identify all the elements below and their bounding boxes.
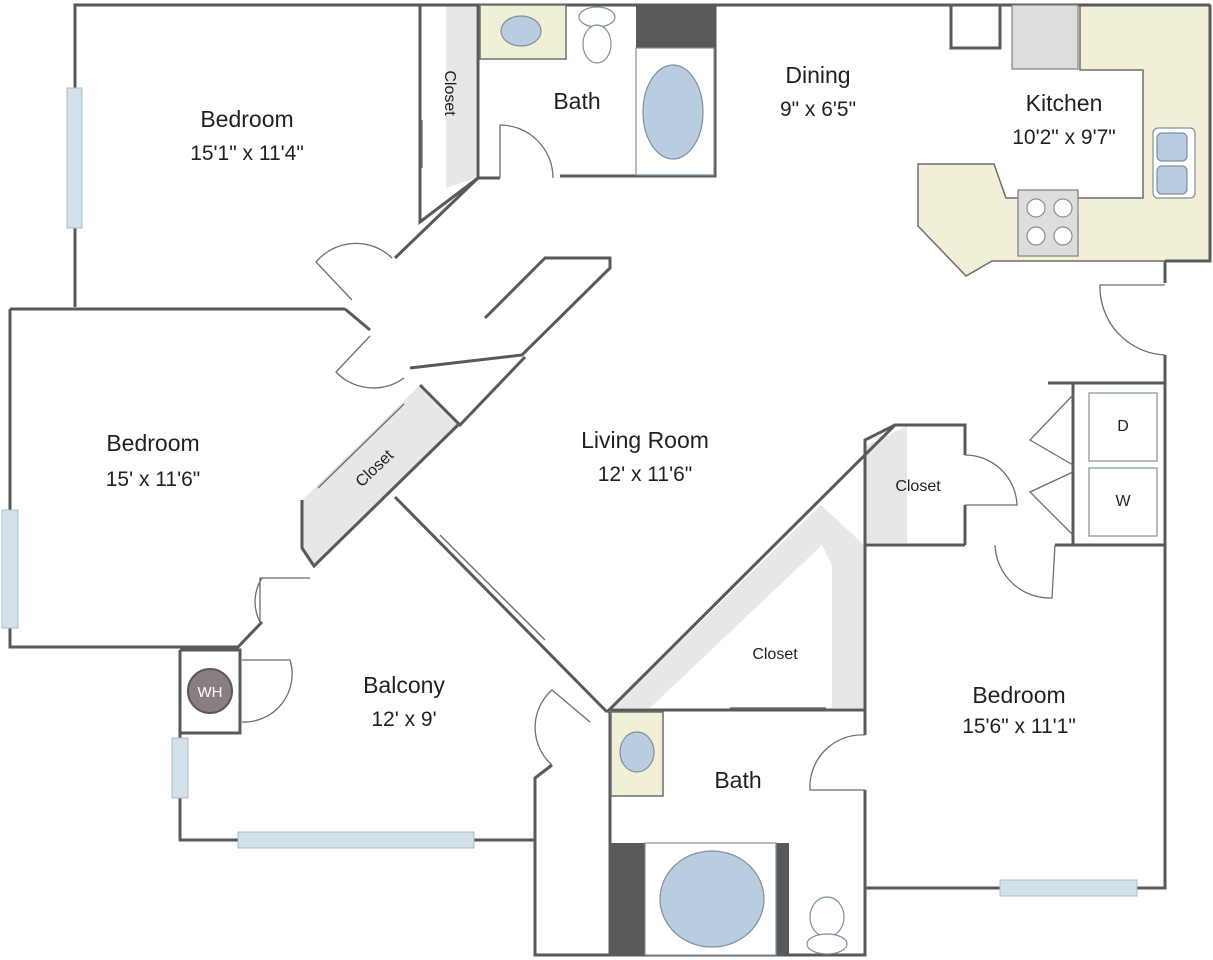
door-bedroom-left (335, 335, 405, 389)
kitchen-name: Kitchen (1026, 90, 1103, 116)
wall-wh-closet (180, 648, 242, 735)
walls (8, 3, 1212, 957)
balcony-dims: 12' x 9' (371, 708, 436, 731)
bath-top-sink (500, 15, 542, 47)
laundry (1088, 392, 1158, 537)
water-heater-label: WH (198, 684, 223, 701)
wall-bath-top-bottom (560, 5, 717, 178)
burner-3 (1026, 226, 1046, 246)
closet-top-label: Closet (441, 70, 458, 116)
bath-bottom-fixtures (610, 711, 848, 956)
living-room-name: Living Room (581, 427, 709, 453)
stove (1017, 189, 1079, 257)
bath-top-toilet-tank (578, 6, 616, 28)
wall-left-bedroom-diag (344, 307, 371, 332)
burner-1 (1026, 198, 1046, 218)
wall-bedroom-left (8, 309, 264, 649)
door-bath-bottom-left (534, 689, 591, 766)
bath-bottom-toilet-bowl (809, 896, 845, 938)
wall-living-right-diag (605, 423, 967, 714)
window-balcony-side (171, 737, 189, 799)
washer (1088, 467, 1158, 537)
kitchen-dims: 10'2" x 9'7" (1012, 126, 1116, 149)
door-bath-bottom-right (809, 734, 866, 791)
burner-4 (1053, 226, 1073, 246)
closet-diagonal-fill (302, 385, 458, 566)
window-bedroom-top (66, 87, 83, 229)
fridge (1011, 4, 1079, 70)
wall-closet-diag (300, 423, 460, 569)
kitchen-fixtures (1011, 4, 1196, 257)
wall-hall-diag-lower (418, 355, 527, 428)
bedroom-left-dims: 15' x 11'6" (106, 468, 200, 491)
kitchen-sink-basin-2 (1156, 165, 1188, 195)
bedroom-right-name: Bedroom (972, 682, 1065, 708)
wall-closet-right (863, 423, 896, 545)
windows (1, 87, 1138, 897)
door-balcony (259, 577, 310, 622)
door-closet-right (964, 454, 1018, 506)
dryer (1088, 392, 1158, 462)
door-bedroom-right (994, 544, 1056, 599)
bath-bottom-tub (659, 850, 765, 948)
closet-fills (302, 5, 907, 708)
wall-hall-upper (393, 176, 480, 260)
bath-bottom-toilet-tank (806, 933, 848, 955)
bath-top-fixtures (479, 4, 715, 176)
door-balcony-arc (254, 577, 263, 623)
window-balcony-bottom (237, 831, 475, 849)
door-wh (241, 659, 293, 723)
bedroom-left-name: Bedroom (106, 430, 199, 456)
door-bath-top (499, 124, 554, 179)
bath-top-tub-panel (636, 5, 714, 48)
bath-top-name: Bath (553, 88, 600, 114)
burner-2 (1053, 198, 1073, 218)
closet-top-fill (446, 5, 476, 188)
room-labels: Bedroom 15'1" x 11'4" Bedroom 15' x 11'6… (106, 62, 1116, 793)
bath-bottom-tub-panel-right (776, 843, 789, 955)
closet-right-fill (866, 426, 907, 543)
kitchen-sink-basin-1 (1156, 132, 1188, 162)
bath-top-toilet-bowl (582, 24, 612, 64)
water-heater-tank (187, 668, 233, 714)
bath-bottom-sink (619, 731, 655, 773)
closet-center-fill (612, 505, 864, 708)
door-bedroom-top (315, 242, 393, 301)
dining-name: Dining (785, 62, 850, 88)
washer-label: W (1115, 493, 1131, 510)
bedroom-top-dims: 15'1" x 11'4" (190, 142, 304, 165)
dining-dims: 9" x 6'5" (780, 98, 856, 121)
door-entry (1099, 284, 1166, 356)
bath-bottom-name: Bath (714, 767, 761, 793)
bedroom-top-name: Bedroom (200, 106, 293, 132)
water-heater (187, 668, 233, 714)
closet-center-label: Closet (752, 646, 798, 663)
door-laundry-lower (1028, 471, 1074, 536)
wall-balcony-diag (393, 495, 609, 714)
living-room-dims: 12' x 11'6" (598, 463, 692, 486)
closet-right-label: Closet (895, 478, 941, 495)
sliding-door-closet (317, 403, 405, 489)
dryer-label: D (1117, 418, 1129, 435)
bath-top-tub (642, 64, 704, 160)
kitchen-pantry-box (949, 3, 1002, 50)
door-laundry-upper (1028, 394, 1074, 466)
balcony-name: Balcony (363, 672, 445, 698)
window-bedroom-right (999, 879, 1138, 897)
appliance-labels: D W WH (198, 418, 1132, 701)
wall-kitchen-outer (1165, 5, 1212, 263)
bedroom-right-dims: 15'6" x 11'1" (962, 715, 1076, 738)
sliding-door-balcony (439, 534, 546, 641)
window-bedroom-left (1, 509, 19, 629)
bath-bottom-tub-panel-left (611, 843, 645, 955)
wall-hall-closet (409, 256, 612, 370)
doors (241, 120, 1166, 791)
